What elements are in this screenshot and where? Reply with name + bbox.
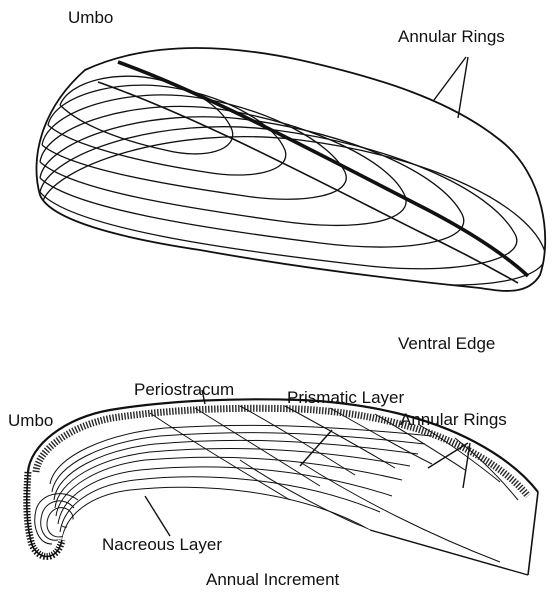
shell-outline xyxy=(36,48,545,291)
label-umbo-bottom: Umbo xyxy=(8,411,53,431)
leader-prismatic-layer xyxy=(300,430,332,466)
label-nacreous-layer: Nacreous Layer xyxy=(102,535,222,555)
label-annular-rings-bottom: Annular Rings xyxy=(400,410,507,430)
label-ventral-edge: Ventral Edge xyxy=(398,334,495,354)
leader-nacreous-layer xyxy=(145,496,170,536)
annular-rings-top xyxy=(40,76,545,285)
leader-annular-rings-top-1 xyxy=(434,57,466,100)
label-prismatic-layer: Prismatic Layer xyxy=(287,388,404,408)
label-annular-rings-top: Annular Rings xyxy=(398,27,505,47)
leader-annular-rings-bottom-1 xyxy=(428,443,468,468)
label-annual-increment: Annual Increment xyxy=(206,570,339,590)
label-periostracum: Periostracum xyxy=(134,380,234,400)
shell-external-view xyxy=(36,48,545,291)
label-umbo-top: Umbo xyxy=(68,8,113,28)
annual-increment-edge xyxy=(370,530,528,575)
